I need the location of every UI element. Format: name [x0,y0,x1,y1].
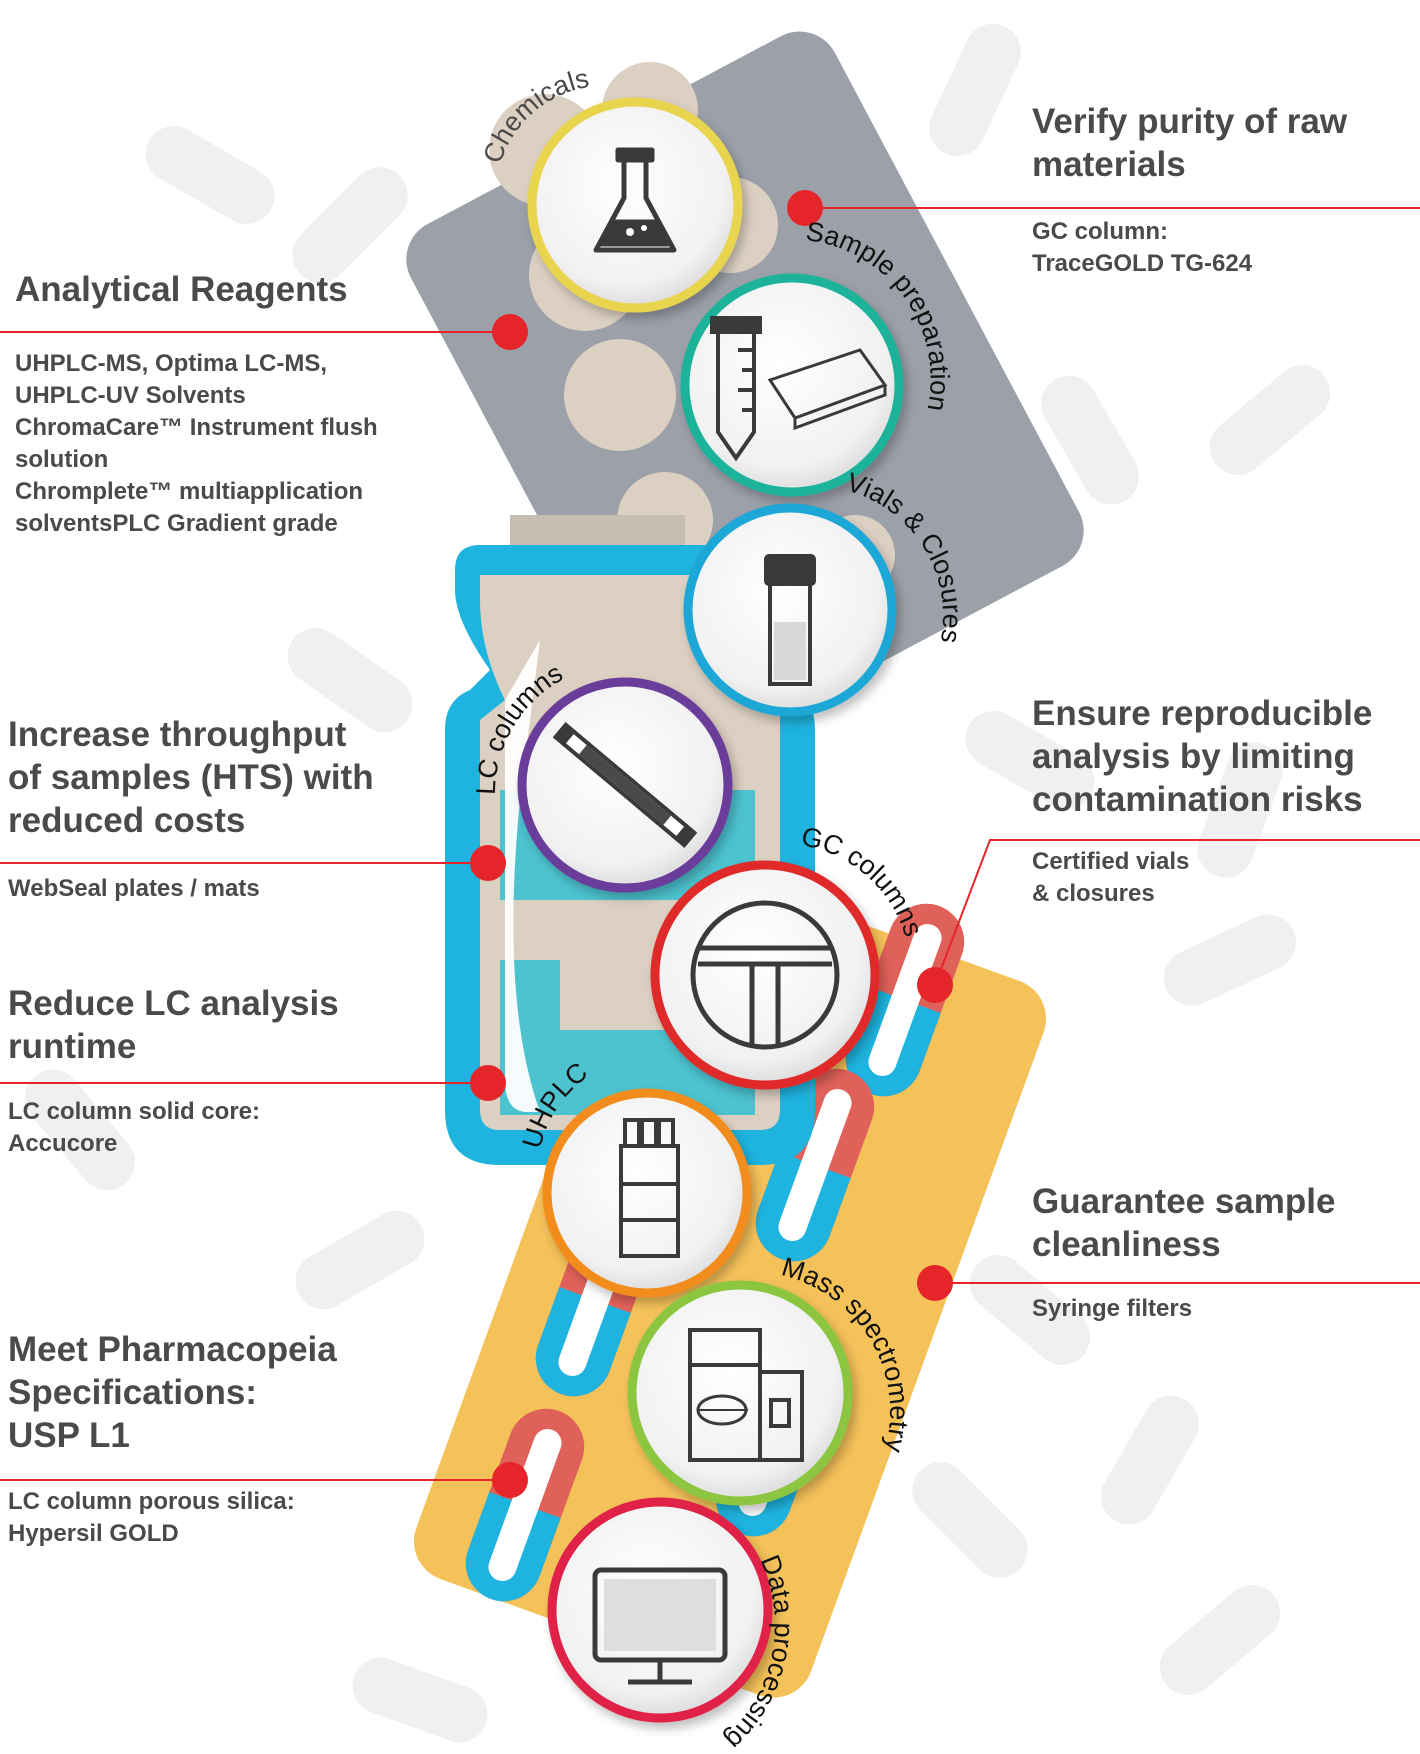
step-mass-spectrometry [627,1280,853,1506]
flask-icon [593,147,677,253]
leader-lines [0,207,1420,1481]
step-data-processing [547,1497,773,1723]
ring [683,503,897,717]
step-lc-columns [517,677,733,893]
leader-dot [917,1265,953,1301]
callout-detail: LC column porous silica: Hypersil GOLD [8,1488,295,1547]
monitor-icon [592,1567,728,1685]
leader-dot [492,1462,528,1498]
leader-dot [470,1065,506,1101]
leader-dots [470,190,953,1498]
background-pills [25,23,1331,1743]
callout-reduce-runtime: Reduce LC analysis runtime LC column sol… [8,982,478,1160]
leader-dot [917,967,953,1003]
leader-dot [492,314,528,350]
callout-increase-throughput: Increase throughput of samples (HTS) wit… [8,713,478,905]
callout-heading: Analytical Reagents [15,270,348,309]
callout-heading: Guarantee sample cleanliness [1032,1182,1336,1264]
callout-sample-cleanliness: Guarantee sample cleanliness Syringe fil… [1032,1180,1417,1325]
callout-heading: Verify purity of raw materials [1032,102,1348,184]
yellow-blister-pack [413,862,1047,1698]
callout-detail: UHPLC-MS, Optima LC-MS, UHPLC-UV Solvent… [15,350,378,537]
vial-icon [764,554,816,686]
callout-heading: Ensure reproducible analysis by limiting… [1032,694,1373,819]
callout-detail: GC column: TraceGOLD TG-624 [1032,218,1253,277]
uhplc-instrument-icon [619,1118,680,1258]
callout-detail: LC column solid core: Accucore [8,1098,261,1157]
callout-reproducible-analysis: Ensure reproducible analysis by limiting… [1032,692,1417,910]
ring [542,1088,752,1298]
callout-detail: WebSeal plates / mats [8,875,260,902]
ring [627,1280,853,1506]
ring [527,97,743,313]
tube-and-plate-icon [710,316,888,462]
lc-column-icon [552,722,698,848]
callout-heading: Increase throughput of samples (HTS) wit… [8,715,374,840]
callout-heading: Reduce LC analysis runtime [8,984,339,1066]
step-sample-preparation [680,273,904,497]
callout-heading: Meet Pharmacopeia Specifications: USP L1 [8,1330,337,1455]
step-uhplc [542,1088,752,1298]
step-gc-columns [650,860,880,1090]
leader-dot [787,190,823,226]
step-vials-closures [683,503,897,717]
leader-dot [470,845,506,881]
step-chemicals [527,97,743,313]
callout-detail: Certified vials & closures [1032,848,1190,907]
mass-spectrometer-icon [688,1328,804,1462]
callout-verify-purity: Verify purity of raw materials GC column… [1032,100,1417,280]
gc-column-icon [690,900,840,1050]
callout-pharmacopeia: Meet Pharmacopeia Specifications: USP L1… [8,1328,488,1550]
ring [650,860,880,1090]
callout-analytical-reagents: Analytical Reagents UHPLC-MS, Optima LC-… [15,268,495,540]
callout-detail: Syringe filters [1032,1295,1193,1322]
